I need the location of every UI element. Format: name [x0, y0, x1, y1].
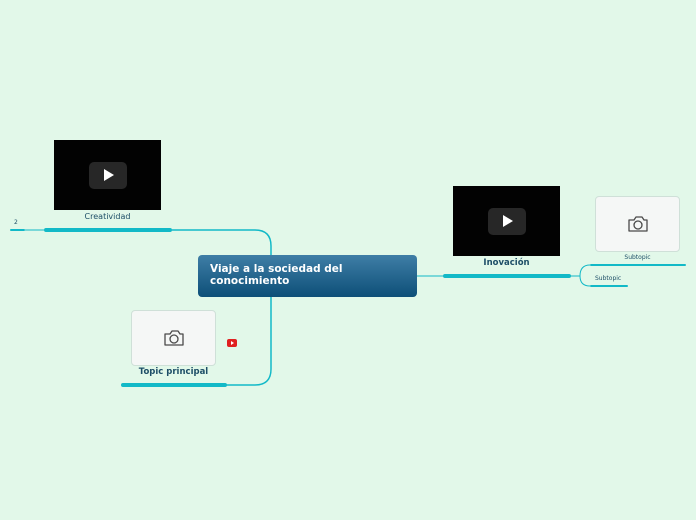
- connector-subtopic-2: [579, 275, 591, 287]
- camera-icon: [627, 216, 648, 232]
- note-underline: [10, 229, 25, 231]
- subtopic-label-1[interactable]: Subtopic: [624, 254, 651, 261]
- youtube-icon[interactable]: [227, 339, 237, 347]
- image-placeholder-topic-principal[interactable]: [131, 310, 216, 366]
- topic-label-creatividad[interactable]: Creatividad: [84, 212, 131, 221]
- central-topic[interactable]: Viaje a la sociedad del conocimiento: [198, 255, 417, 297]
- connector-subtopic-1: [570, 264, 591, 277]
- note-label[interactable]: 2: [14, 219, 18, 226]
- image-placeholder-subtopic[interactable]: [595, 196, 680, 252]
- video-thumbnail-inovacion[interactable]: [453, 186, 560, 256]
- topic-label-topic-principal[interactable]: Topic principal: [138, 367, 209, 377]
- topic-label-inovacion[interactable]: Inovación: [483, 258, 530, 268]
- subtopic-underline-2: [590, 285, 628, 287]
- play-icon[interactable]: [88, 162, 127, 189]
- topic-underline-creatividad: [44, 228, 172, 232]
- connector-creatividad: [172, 229, 272, 276]
- video-thumbnail-creatividad[interactable]: [54, 140, 161, 210]
- topic-underline-topic-principal: [121, 383, 227, 387]
- subtopic-underline-1: [590, 264, 686, 266]
- subtopic-label-2[interactable]: Subtopic: [595, 275, 622, 282]
- play-icon[interactable]: [487, 208, 526, 235]
- connector-topic-principal: [226, 276, 272, 386]
- central-topic-label: Viaje a la sociedad del conocimiento: [210, 263, 343, 287]
- topic-underline-inovacion: [443, 274, 571, 278]
- camera-icon: [163, 330, 184, 346]
